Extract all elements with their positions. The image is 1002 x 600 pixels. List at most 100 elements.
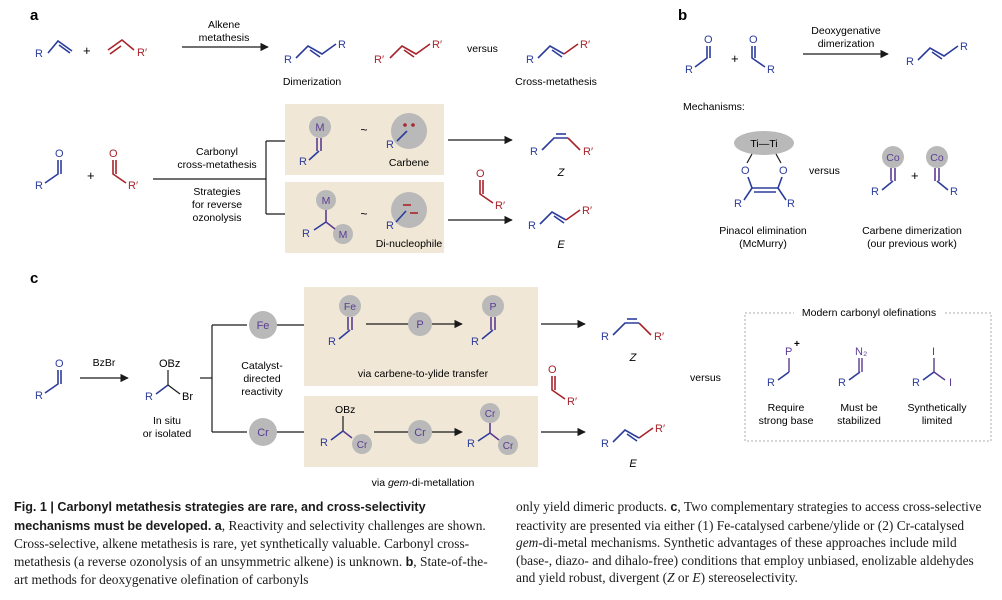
plus-sign: + [83, 43, 91, 58]
caption-b-letter: b [405, 554, 414, 569]
in-situ-label-2: or isolated [143, 428, 192, 440]
atom-r-prime: R′ [374, 54, 384, 66]
n2-label: N₂ [855, 346, 867, 358]
z-label: Z [557, 167, 566, 179]
catalyst-label-3: reactivity [241, 386, 283, 398]
atom-o: O [109, 148, 118, 160]
z-alkene [541, 133, 581, 151]
plus-charge: + [794, 339, 800, 350]
p-label: P [416, 319, 423, 331]
atom-r: R [467, 438, 475, 450]
panel-a: a R + R′ Alkene metathesis R R Dimerizat… [30, 7, 597, 253]
aldehyde-r-prime [112, 160, 127, 184]
iodine-label: I [949, 377, 952, 389]
atom-o: O [704, 34, 713, 46]
carbonyl-label: Carbonyl [196, 146, 238, 158]
atom-r-prime: R′ [582, 205, 592, 217]
fe-label: Fe [344, 301, 356, 313]
atom-r: R [328, 336, 336, 348]
via-gem-label: via gem-di-metallation [372, 477, 475, 489]
atom-r-prime: R′ [567, 396, 577, 408]
co-label: Co [930, 152, 944, 164]
atom-r: R [320, 437, 328, 449]
atom-r-prime: R′ [655, 423, 665, 435]
mechanisms-label: Mechanisms: [683, 101, 745, 113]
catalyst-label-1: Catalyst- [241, 360, 283, 372]
atom-r: R [685, 64, 693, 76]
dinucleophile-sphere: R [386, 192, 427, 232]
atom-r: R [960, 41, 968, 53]
plus-sign: + [911, 168, 919, 183]
plus-sign: + [87, 168, 95, 183]
ti-ti-label: Ti—Ti [750, 138, 777, 150]
bromo-benzoate: OBz R Br [145, 358, 193, 403]
atom-o: O [55, 148, 64, 160]
atom-r: R [528, 220, 536, 232]
atom-r: R [386, 220, 394, 232]
cr-circle-mid [408, 420, 432, 444]
aldehyde-r-prime-mid [479, 180, 494, 204]
di-nucleophile-label: Di-nucleophile [376, 238, 443, 250]
p-label: P [785, 346, 792, 358]
versus-c: versus [690, 372, 721, 384]
metathesis-label: metathesis [199, 32, 250, 44]
bracket-c [200, 324, 247, 433]
aldehyde-r [44, 160, 62, 184]
strategies-label-2: for reverse [192, 199, 242, 211]
atom-o: O [55, 358, 64, 370]
atom-r: R [838, 377, 846, 389]
atom-o: O [476, 168, 485, 180]
caption-a-text: , Reactivity and selectivity challenges … [14, 517, 486, 569]
metal-carbene: M R [299, 116, 331, 168]
atom-o: O [741, 165, 750, 177]
atom-r: R [601, 438, 609, 450]
atom-r: R [35, 48, 43, 60]
metal-m-label: M [315, 122, 324, 134]
atom-r: R [35, 390, 43, 402]
atom-r: R [386, 139, 394, 151]
atom-r-prime: R′ [583, 146, 593, 158]
atom-r: R [767, 64, 775, 76]
cr-label: Cr [414, 427, 426, 439]
panel-b: b O R + O R Deoxygenative dimerization R… [678, 7, 968, 250]
metal-m-label: M [322, 195, 331, 207]
caption-c-text-3: ) stereoselectivity. [700, 570, 798, 586]
cr-label: Cr [485, 409, 496, 420]
caption-or: or [674, 570, 693, 586]
atom-r-prime: R′ [128, 180, 138, 192]
caption-z: Z [667, 570, 675, 586]
catalyst-label-2: directed [243, 373, 281, 385]
panel-c-letter: c [30, 270, 38, 287]
modern-olefinations-box [744, 312, 992, 442]
alkene-label: Alkene [208, 19, 240, 31]
caption-c-text-2: -di-metal mechanisms. Synthetic advantag… [516, 535, 974, 586]
e-alkene [539, 209, 581, 225]
gem-diiodide-reagent: I R I [912, 346, 952, 389]
alkene-r [47, 39, 73, 54]
cross-product [537, 43, 579, 59]
figure-title: Fig. 1 | Carbonyl metathesis strategies … [14, 500, 426, 533]
atom-r: R [526, 54, 534, 66]
caption-gem: gem [516, 535, 539, 551]
ylide: P R [471, 295, 504, 348]
metal-m-label: M [339, 229, 348, 241]
z-label-c: Z [629, 352, 638, 364]
carbene-dimerization-label-2: (our previous work) [867, 238, 957, 250]
caption-left-column: Fig. 1 | Carbonyl metathesis strategies … [14, 498, 492, 589]
atom-r: R [299, 156, 307, 168]
cr-intermediate-1: OBz R Cr [320, 404, 372, 454]
cr-catalyst-circle [249, 418, 277, 446]
synthetic-label-1: Synthetically [908, 402, 968, 414]
cr-label: Cr [257, 427, 269, 439]
figure-1: a R + R′ Alkene metathesis R R Dimerizat… [30, 7, 992, 489]
stabilized-label-2: stabilized [837, 415, 881, 427]
e-alkene-c [612, 427, 654, 443]
obz-label: OBz [335, 404, 355, 416]
cr-label: Cr [503, 441, 514, 452]
dimerization-b-label: dimerization [818, 38, 875, 50]
atom-r: R [145, 391, 153, 403]
modern-title-bg [794, 305, 944, 319]
via-carbene-label: via carbene-to-ylide transfer [358, 368, 489, 380]
atom-r-prime: R′ [654, 331, 664, 343]
pinacol-intermediate: Ti—Ti O O R R [734, 131, 795, 210]
